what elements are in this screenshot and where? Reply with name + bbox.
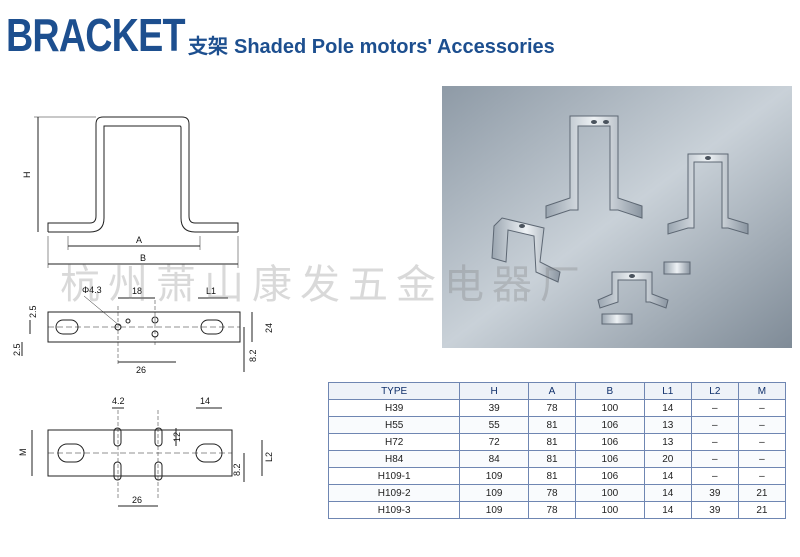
cell: 81: [527, 416, 577, 434]
product-photo: [442, 86, 792, 348]
header-m: M: [737, 382, 787, 400]
label-8-2: 8.2: [248, 349, 258, 362]
cell: 106: [575, 467, 645, 485]
cell: 109: [459, 467, 529, 485]
cell: 20: [643, 450, 692, 468]
cell: –: [737, 399, 787, 417]
cell: 106: [575, 450, 645, 468]
table-row: H55 55 81 106 13 – –: [327, 416, 787, 434]
table-header-row: TYPE H A B L1 L2 M: [327, 382, 787, 400]
header-h: H: [459, 382, 529, 400]
cell: 78: [527, 484, 577, 502]
cell: 100: [575, 399, 645, 417]
cell: –: [737, 450, 787, 468]
table-row: H39 39 78 100 14 – –: [327, 399, 787, 417]
cell: H55: [327, 416, 461, 434]
cell: 109: [459, 501, 529, 519]
cell: 14: [643, 467, 692, 485]
header-a: A: [527, 382, 577, 400]
table-row: H109-1 109 81 106 14 – –: [327, 467, 787, 485]
label-2-5a: 2.5: [28, 305, 38, 318]
cell: 106: [575, 433, 645, 451]
cell: H72: [327, 433, 461, 451]
english-title: Shaded Pole motors' Accessories: [234, 36, 555, 58]
cell: 81: [527, 450, 577, 468]
label-26-bottom: 26: [132, 495, 142, 505]
cell: –: [737, 467, 787, 485]
label-m: M: [18, 449, 28, 457]
cell: 72: [459, 433, 529, 451]
cell: 21: [737, 484, 787, 502]
cell: –: [690, 433, 739, 451]
cell: 106: [575, 416, 645, 434]
cell: 39: [690, 484, 739, 502]
header-l2: L2: [690, 382, 739, 400]
label-8-2-bottom: 8.2: [232, 463, 242, 476]
cell: H84: [327, 450, 461, 468]
header-b: B: [575, 382, 645, 400]
label-26: 26: [136, 365, 146, 375]
cell: 39: [690, 501, 739, 519]
table-row: H84 84 81 106 20 – –: [327, 450, 787, 468]
table-row: H109-2 109 78 100 14 39 21: [327, 484, 787, 502]
watermark-text: 杭州萧山康发五金电器厂: [60, 262, 588, 308]
header: BRACKET 支架 Shaded Pole motors' Accessori…: [6, 6, 555, 58]
cell: H39: [327, 399, 461, 417]
cell: 13: [643, 433, 692, 451]
header-l1: L1: [643, 382, 692, 400]
cell: –: [737, 433, 787, 451]
cell: 39: [459, 399, 529, 417]
cell: 55: [459, 416, 529, 434]
table-row: H109-3 109 78 100 14 39 21: [327, 501, 787, 519]
header-type: TYPE: [327, 382, 461, 400]
label-a: A: [136, 235, 142, 245]
cell: 78: [527, 399, 577, 417]
cell: 13: [643, 416, 692, 434]
label-2-5b: 2.5: [12, 343, 22, 356]
spec-table: TYPE H A B L1 L2 M H39 39 78 100 14 – – …: [327, 382, 787, 519]
chinese-title: 支架: [188, 36, 228, 58]
cell: H109-1: [327, 467, 461, 485]
cell: 14: [643, 501, 692, 519]
cell: H109-3: [327, 501, 461, 519]
cell: –: [690, 467, 739, 485]
cell: –: [690, 450, 739, 468]
cell: 21: [737, 501, 787, 519]
table-row: H72 72 81 106 13 – –: [327, 433, 787, 451]
cell: –: [690, 416, 739, 434]
cell: 14: [643, 399, 692, 417]
cell: 81: [527, 433, 577, 451]
brand-title: BRACKET: [6, 9, 185, 61]
cell: 109: [459, 484, 529, 502]
cell: –: [690, 399, 739, 417]
cell: 14: [643, 484, 692, 502]
label-12: 12: [172, 432, 182, 442]
slotted-plate-drawing: [31, 407, 263, 507]
label-14: 14: [200, 396, 210, 406]
cell: 78: [527, 501, 577, 519]
cell: 100: [575, 501, 645, 519]
label-24: 24: [264, 323, 274, 333]
bracket-profile-drawing: [34, 116, 239, 268]
cell: 81: [527, 467, 577, 485]
label-l2: L2: [264, 452, 274, 462]
label-h: H: [22, 172, 32, 179]
cell: 84: [459, 450, 529, 468]
cell: 100: [575, 484, 645, 502]
cell: H109-2: [327, 484, 461, 502]
cell: –: [737, 416, 787, 434]
label-4-2: 4.2: [112, 396, 125, 406]
